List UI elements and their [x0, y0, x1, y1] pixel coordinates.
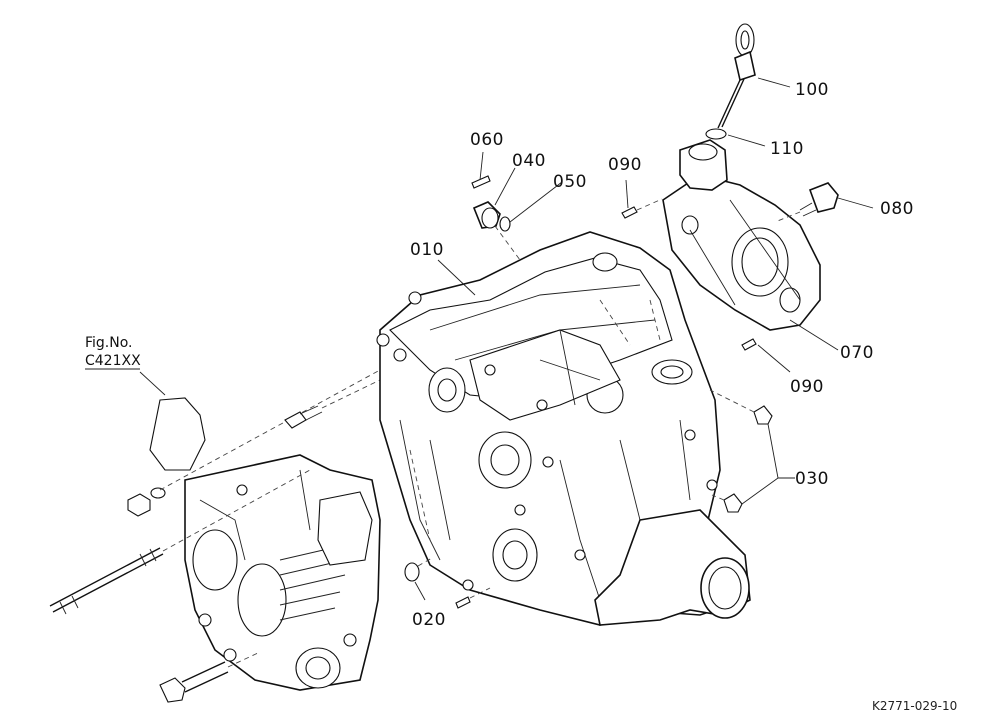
plug-040: [472, 201, 521, 261]
leader-lines: [139, 77, 874, 601]
flange-bolt: [159, 651, 261, 703]
o-ring-110: [705, 128, 727, 140]
drawing-id: K2771-029-10: [872, 699, 957, 713]
callout-110: 110: [770, 139, 804, 159]
callout-040: 040: [512, 151, 546, 171]
bolt-080: [774, 182, 839, 223]
pin-090-upper: [621, 198, 663, 219]
front-housing-part: [149, 397, 381, 691]
dipstick-100: [717, 23, 756, 129]
hex-nut: [127, 369, 381, 517]
callout-070: 070: [840, 343, 874, 363]
callout-030: 030: [795, 469, 829, 489]
o-ring-020: [404, 557, 433, 582]
pin-060: [471, 175, 491, 189]
callout-100: 100: [795, 80, 829, 100]
plug-030: [709, 389, 773, 513]
stud-bolt: [49, 469, 311, 615]
callout-080: 080: [880, 199, 914, 219]
callout-090-upper: 090: [608, 155, 642, 175]
o-ring-050: [499, 216, 511, 232]
callout-060: 060: [470, 130, 504, 150]
fig-ref-number: C421XX: [85, 353, 141, 369]
pin-090-lower: [741, 338, 757, 351]
callout-090-lower: 090: [790, 377, 824, 397]
pin-lower: [455, 587, 491, 609]
top-cover-part: [662, 139, 821, 331]
callout-020: 020: [412, 610, 446, 630]
fig-ref-title: Fig.No.: [85, 335, 133, 351]
callout-010: 010: [410, 240, 444, 260]
transmission-case-part: [376, 231, 751, 626]
dowel-stud: [284, 379, 381, 429]
callout-050: 050: [553, 172, 587, 192]
